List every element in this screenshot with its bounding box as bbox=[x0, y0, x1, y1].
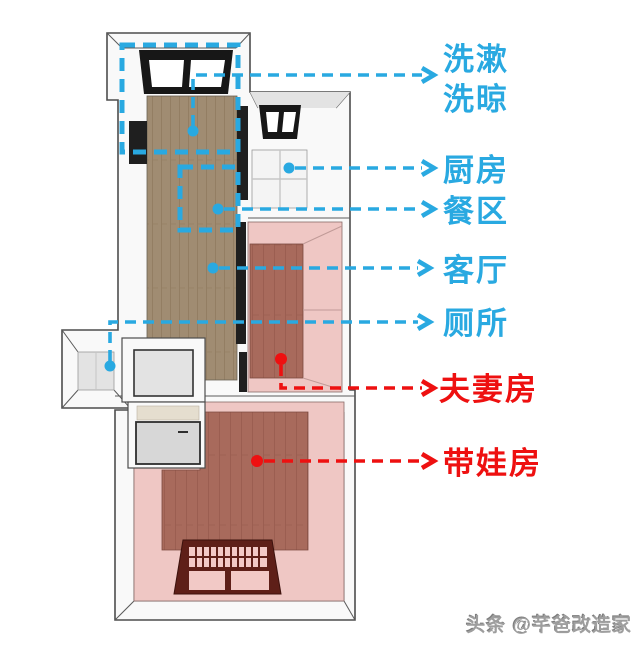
zone-rect-washing bbox=[119, 42, 241, 155]
label-kitchen: 厨房 bbox=[443, 153, 509, 188]
toilet-arrowhead bbox=[416, 313, 435, 331]
toilet-dot bbox=[104, 360, 116, 372]
kids-room-floor bbox=[161, 411, 309, 551]
kids-dot bbox=[251, 455, 263, 467]
couple-room bbox=[247, 221, 343, 393]
door-frame-dark bbox=[239, 352, 247, 392]
label-living: 客厅 bbox=[443, 253, 509, 288]
couple-line bbox=[279, 365, 422, 390]
label-kids-room: 带娃房 bbox=[443, 446, 542, 481]
kitchen-dot bbox=[283, 162, 295, 174]
living-dot bbox=[207, 262, 219, 274]
couple-room-bevel bbox=[302, 225, 343, 245]
label-dining: 餐区 bbox=[443, 194, 509, 229]
washing-dot bbox=[187, 125, 199, 137]
kitchen-arrowhead bbox=[420, 159, 439, 177]
kitchen-ceiling-shade bbox=[250, 92, 350, 108]
shower-room bbox=[127, 401, 206, 469]
kids-window-grid bbox=[189, 547, 267, 567]
kitchen-area bbox=[250, 92, 350, 209]
floor-plan bbox=[61, 32, 356, 621]
kids-room-window bbox=[173, 539, 282, 595]
blue-annotations: 洗漱 洗晾 厨房 餐区 客厅 厕所 bbox=[104, 42, 509, 372]
washing-arrowhead bbox=[420, 66, 439, 84]
kids-arrowhead bbox=[420, 452, 439, 470]
balcony-window bbox=[139, 50, 233, 94]
living-arrowhead bbox=[416, 259, 435, 277]
toilet-line bbox=[108, 320, 418, 361]
couple-dot bbox=[275, 353, 287, 365]
zone-rect-dining bbox=[177, 164, 241, 233]
label-washing-line1: 洗漱 bbox=[443, 42, 509, 77]
dining-arrowhead bbox=[420, 200, 439, 218]
couple-arrowhead bbox=[420, 379, 439, 397]
kids-room bbox=[133, 401, 345, 602]
wall-segment-lower bbox=[236, 222, 246, 344]
label-couple-room: 夫妻房 bbox=[439, 372, 538, 407]
shower-tray bbox=[135, 421, 201, 465]
red-annotations: 夫妻房 带娃房 bbox=[251, 353, 542, 481]
shower-wall-tiles bbox=[136, 405, 200, 421]
left-wall-opening bbox=[129, 121, 147, 164]
living-room-floor bbox=[146, 95, 238, 381]
dining-dot bbox=[212, 203, 224, 215]
kitchen-tile-lines bbox=[252, 150, 307, 208]
washing-line bbox=[191, 73, 422, 126]
wall-segment-upper bbox=[237, 106, 248, 200]
kitchen-window bbox=[259, 105, 301, 139]
bath-tub bbox=[121, 337, 206, 403]
watermark: 头条 @芊爸改造家 bbox=[466, 613, 632, 636]
label-washing-line2: 洗晾 bbox=[443, 82, 509, 117]
label-toilet: 厕所 bbox=[443, 306, 509, 341]
toilet-room bbox=[77, 351, 115, 391]
